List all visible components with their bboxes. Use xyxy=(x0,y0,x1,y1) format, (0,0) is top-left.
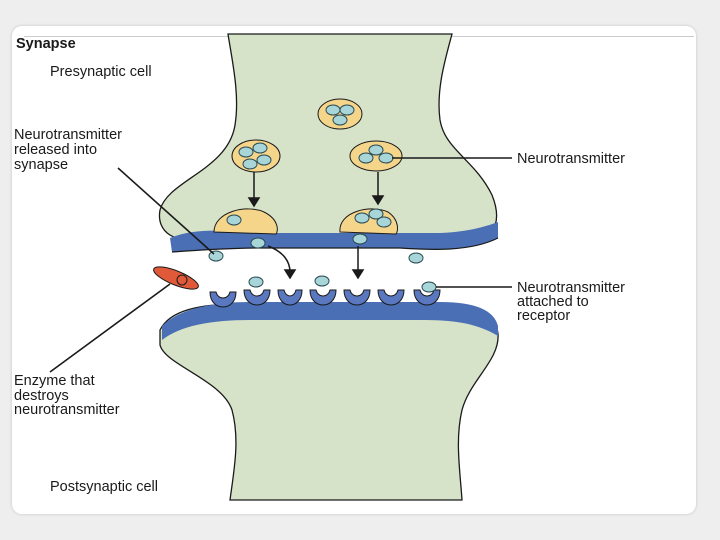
enzyme-label-line3: neurotransmitter xyxy=(14,402,120,418)
molecule xyxy=(314,275,330,287)
released-label-line1: Neurotransmitter xyxy=(14,127,122,143)
receptor xyxy=(343,289,371,306)
enzyme-label-line2: destroys xyxy=(14,388,69,404)
molecule xyxy=(208,250,224,262)
molecule xyxy=(226,214,242,226)
attached-label-line1: Neurotransmitter xyxy=(517,280,625,296)
neurotransmitter-molecules xyxy=(208,104,437,293)
presynaptic-label: Presynaptic cell xyxy=(50,64,152,80)
molecule xyxy=(256,154,272,166)
pointer-lines xyxy=(49,157,512,373)
receptor xyxy=(209,291,237,308)
arrows xyxy=(247,172,385,280)
molecule xyxy=(358,152,374,164)
postsynaptic-membrane xyxy=(162,302,498,340)
receptor xyxy=(413,289,441,306)
postsynaptic-label: Postsynaptic cell xyxy=(50,479,158,495)
receptors xyxy=(209,289,441,308)
postsynaptic-cell xyxy=(159,303,499,501)
receptor xyxy=(243,289,271,306)
molecule xyxy=(368,208,384,220)
released-label-line3: synapse xyxy=(14,157,68,173)
released-label-line2: released into xyxy=(14,142,97,158)
presynaptic-membrane-edge xyxy=(171,237,499,253)
molecule xyxy=(408,252,424,264)
molecule xyxy=(339,104,355,116)
molecule xyxy=(238,146,254,158)
receptor xyxy=(277,289,303,306)
molecule xyxy=(378,152,394,164)
molecule xyxy=(248,276,264,288)
receptor xyxy=(377,289,405,306)
molecule xyxy=(376,216,392,228)
receptor xyxy=(309,289,337,306)
molecule xyxy=(252,142,268,154)
molecule xyxy=(325,104,341,116)
molecule xyxy=(352,233,368,245)
molecule xyxy=(354,212,370,224)
molecule xyxy=(242,158,258,170)
molecule xyxy=(250,237,266,249)
molecule xyxy=(332,114,348,126)
presynaptic-cell xyxy=(158,33,498,241)
enzyme-label-line1: Enzyme that xyxy=(14,373,95,389)
enzyme xyxy=(153,266,199,290)
molecule xyxy=(421,281,437,293)
attached-label-line2: attached to xyxy=(517,294,589,310)
diagram-title: Synapse xyxy=(16,36,76,52)
vesicle xyxy=(349,140,403,172)
vesicle-fusing xyxy=(213,208,278,235)
molecule xyxy=(368,144,384,156)
neurotransmitter-label: Neurotransmitter xyxy=(517,151,625,167)
attached-label-line3: receptor xyxy=(517,308,570,324)
